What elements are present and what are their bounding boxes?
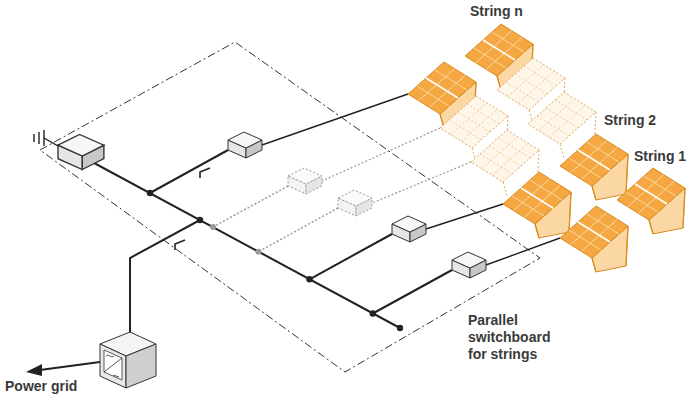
text-label: Power grid: [5, 378, 77, 395]
text-label: String 1: [634, 148, 686, 165]
text-label: String n: [470, 3, 523, 20]
text-label: Parallel switchboard for strings: [468, 312, 568, 362]
text-label: String 2: [604, 112, 656, 129]
